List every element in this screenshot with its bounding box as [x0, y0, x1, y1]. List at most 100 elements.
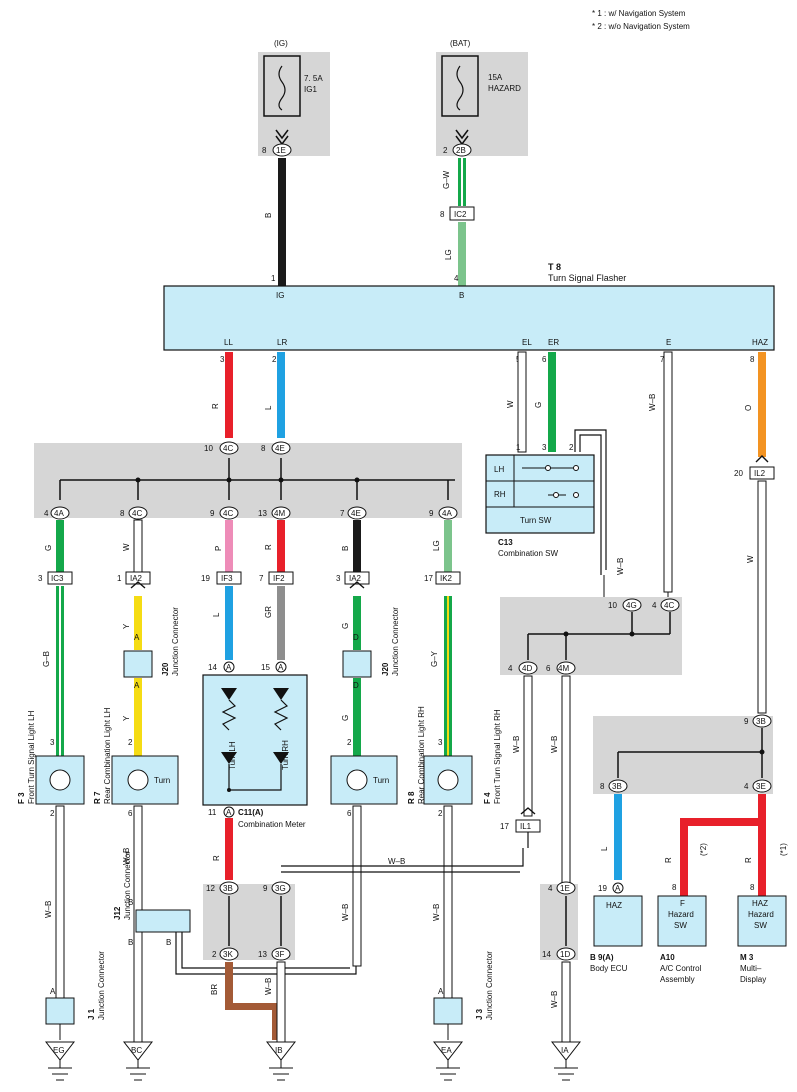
svg-text:2: 2: [212, 950, 217, 959]
svg-text:Hazard: Hazard: [668, 910, 694, 919]
svg-text:J20: J20: [381, 662, 390, 676]
svg-text:4: 4: [548, 884, 553, 893]
svg-text:IF3: IF3: [221, 574, 233, 583]
mid-connectors: IC3 3 IA2 1 IF3 19 IF2 7 IA2 3 IK2 17: [38, 571, 461, 585]
svg-text:IA: IA: [561, 1046, 569, 1055]
svg-text:Junction Connector: Junction Connector: [391, 607, 400, 676]
svg-text:Body ECU: Body ECU: [590, 964, 628, 973]
svg-text:4: 4: [454, 274, 459, 283]
svg-text:8: 8: [600, 782, 605, 791]
svg-text:G: G: [341, 623, 350, 629]
svg-text:G: G: [44, 545, 53, 551]
svg-text:3B: 3B: [756, 717, 766, 726]
svg-text:IL1: IL1: [520, 822, 532, 831]
light-rear-rh: 2 Turn 6 R 8 Rear Combination Light RH: [330, 706, 426, 818]
ground-ea: EA: [432, 1024, 464, 1081]
svg-text:4: 4: [652, 601, 657, 610]
junction-top: 4C 10 4E 8: [59, 441, 455, 500]
svg-text:O: O: [744, 405, 753, 411]
svg-text:3: 3: [542, 443, 547, 452]
svg-text:Turn RH: Turn RH: [281, 740, 290, 770]
svg-text:M 3: M 3: [740, 953, 754, 962]
svg-text:3F: 3F: [275, 950, 284, 959]
svg-text:B: B: [341, 546, 350, 551]
svg-text:2B: 2B: [456, 146, 466, 155]
svg-text:A/C Control: A/C Control: [660, 964, 702, 973]
svg-text:4C: 4C: [223, 509, 233, 518]
wires-top: B G–W IC2 8 LG: [264, 158, 475, 286]
svg-text:HAZ: HAZ: [752, 338, 768, 347]
svg-text:HAZARD: HAZARD: [488, 84, 521, 93]
j3-connector: A J 3 Junction Connector: [433, 951, 494, 1025]
svg-text:14: 14: [208, 663, 217, 672]
svg-text:D: D: [353, 681, 359, 690]
svg-text:4G: 4G: [626, 601, 637, 610]
svg-text:8: 8: [440, 210, 445, 219]
svg-text:4E: 4E: [275, 444, 285, 453]
svg-text:19: 19: [201, 574, 210, 583]
svg-text:E: E: [666, 338, 671, 347]
svg-text:F 4: F 4: [483, 792, 492, 804]
mid-wires: G–B Y Y L GR G G G–Y: [42, 586, 452, 756]
svg-text:LG: LG: [432, 540, 441, 551]
svg-text:A10: A10: [660, 953, 675, 962]
svg-text:Rear Combination Light LH: Rear Combination Light LH: [103, 707, 112, 804]
il1-connector: IL1 17: [500, 807, 541, 848]
svg-text:T 8: T 8: [548, 262, 561, 272]
fuse-bat: (BAT) 15A HAZARD: [441, 39, 521, 117]
svg-text:2: 2: [438, 809, 443, 818]
svg-text:R: R: [264, 544, 273, 550]
svg-text:W–B: W–B: [550, 736, 559, 753]
svg-text:3B: 3B: [612, 782, 622, 791]
svg-text:4C: 4C: [664, 601, 674, 610]
svg-text:R 7: R 7: [93, 791, 102, 804]
svg-text:W–B: W–B: [512, 736, 521, 753]
svg-text:W–B: W–B: [616, 558, 625, 575]
svg-text:8: 8: [120, 509, 125, 518]
svg-text:7: 7: [340, 509, 345, 518]
svg-text:11: 11: [208, 808, 217, 817]
svg-text:13: 13: [258, 950, 267, 959]
svg-text:W–B: W–B: [122, 848, 131, 865]
svg-text:Turn: Turn: [373, 776, 389, 785]
svg-text:W–B: W–B: [341, 904, 350, 921]
svg-text:3: 3: [38, 574, 43, 583]
svg-text:IF2: IF2: [273, 574, 285, 583]
svg-text:GR: GR: [264, 606, 273, 618]
ground-ia: IA: [550, 1041, 582, 1081]
ground-ib: IB: [265, 1041, 297, 1081]
svg-text:J 3: J 3: [475, 1008, 484, 1020]
svg-text:A: A: [226, 663, 232, 672]
svg-text:4A: 4A: [54, 509, 64, 518]
gray-regions: [34, 52, 773, 960]
svg-text:9: 9: [744, 717, 749, 726]
svg-text:(IG): (IG): [274, 39, 288, 48]
svg-text:B: B: [459, 291, 464, 300]
svg-text:A: A: [278, 663, 284, 672]
j20-connectors: A A J20 Junction Connector D D J20 Junct…: [123, 581, 400, 690]
svg-text:1D: 1D: [560, 950, 570, 959]
svg-text:Rear Combination Light RH: Rear Combination Light RH: [417, 706, 426, 804]
haz-connectors: IL2 20 W 3B 9 3B 8 3E 4: [600, 455, 775, 793]
svg-text:2: 2: [128, 738, 133, 747]
note-1: * 1 : w/ Navigation System: [592, 9, 686, 18]
light-front-rh: 3 2 F 4 Front Turn Signal Light RH: [423, 709, 502, 818]
svg-text:Junction Connector: Junction Connector: [485, 951, 494, 1020]
svg-text:4M: 4M: [274, 509, 285, 518]
svg-text:L: L: [600, 846, 609, 851]
svg-text:F 3: F 3: [17, 792, 26, 804]
svg-text:4D: 4D: [522, 664, 532, 673]
svg-text:14: 14: [542, 950, 551, 959]
svg-text:A: A: [438, 987, 444, 996]
branch-wires: G W P R B LG: [44, 519, 452, 573]
svg-text:IL2: IL2: [754, 469, 766, 478]
lower-center-junction: 3B 12 3G 9 W–B 3K 2 3F 13 BR W–B: [206, 848, 524, 1043]
svg-text:W–B: W–B: [388, 857, 405, 866]
svg-text:G–W: G–W: [442, 170, 451, 189]
svg-text:3G: 3G: [275, 884, 286, 893]
note-2: * 2 : w/o Navigation System: [592, 22, 690, 31]
svg-text:IK2: IK2: [440, 574, 453, 583]
svg-text:EL: EL: [522, 338, 532, 347]
svg-text:R: R: [211, 403, 220, 409]
svg-text:HAZ: HAZ: [606, 901, 622, 910]
